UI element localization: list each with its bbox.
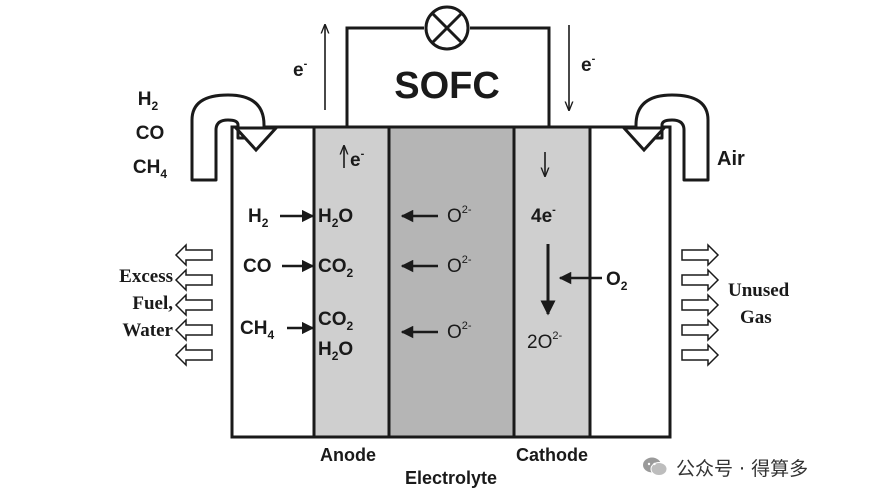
exhaust-right-arrows: [681, 243, 720, 367]
fuel-chamber: [230, 125, 316, 439]
lamp-icon: [424, 5, 470, 51]
wechat-icon: [642, 456, 668, 478]
exhaust-right-line1: Unused: [728, 280, 790, 301]
fuel-input-co: CO: [136, 123, 165, 144]
air-inlet-nozzle: [620, 126, 668, 153]
oxide-ion-row-1: O2-: [400, 204, 472, 227]
fuel-input-ch4: CH4: [133, 157, 167, 181]
svg-text:O2-: O2-: [447, 320, 472, 343]
exhaust-left-line2: Fuel,: [132, 293, 173, 314]
cell-title: SOFC: [394, 65, 500, 107]
watermark-text: 公众号 · 得算多: [676, 457, 809, 480]
watermark: 公众号 · 得算多: [642, 452, 808, 482]
external-circuit-wire: [345, 26, 551, 127]
exhaust-right-line2: Gas: [740, 307, 772, 328]
cathode-layer: [512, 125, 592, 439]
electron-left-label: e-: [293, 58, 308, 81]
svg-text:O2-: O2-: [447, 204, 472, 227]
oxide-ion-row-2: O2-: [400, 254, 472, 277]
cathode-electrons-label: 4e-: [531, 204, 556, 227]
cathode-product-label: 2O2-: [527, 330, 562, 353]
air-label: Air: [717, 148, 745, 170]
anode-label: Anode: [320, 445, 376, 465]
anode-layer: [312, 125, 391, 439]
exhaust-left-arrows: [174, 243, 213, 367]
anode-electron-label: e-: [350, 148, 365, 171]
fuel-inlet-nozzle: [232, 126, 280, 153]
cathode-label: Cathode: [516, 445, 588, 465]
electron-right-label: e-: [581, 53, 596, 76]
exhaust-left-line1: Excess: [119, 266, 173, 287]
reactant-co: CO: [243, 256, 272, 277]
air-chamber: [588, 125, 672, 439]
exhaust-left-line3: Water: [122, 320, 173, 341]
air-inlet-pipe: [634, 93, 710, 182]
oxide-ion-row-3: O2-: [400, 320, 472, 343]
fuel-input-h2: H2: [138, 89, 159, 113]
electrolyte-layer: [387, 125, 516, 439]
fuel-inlet-pipe: [190, 93, 266, 182]
svg-text:O2-: O2-: [447, 254, 472, 277]
electrolyte-label: Electrolyte: [405, 468, 497, 488]
